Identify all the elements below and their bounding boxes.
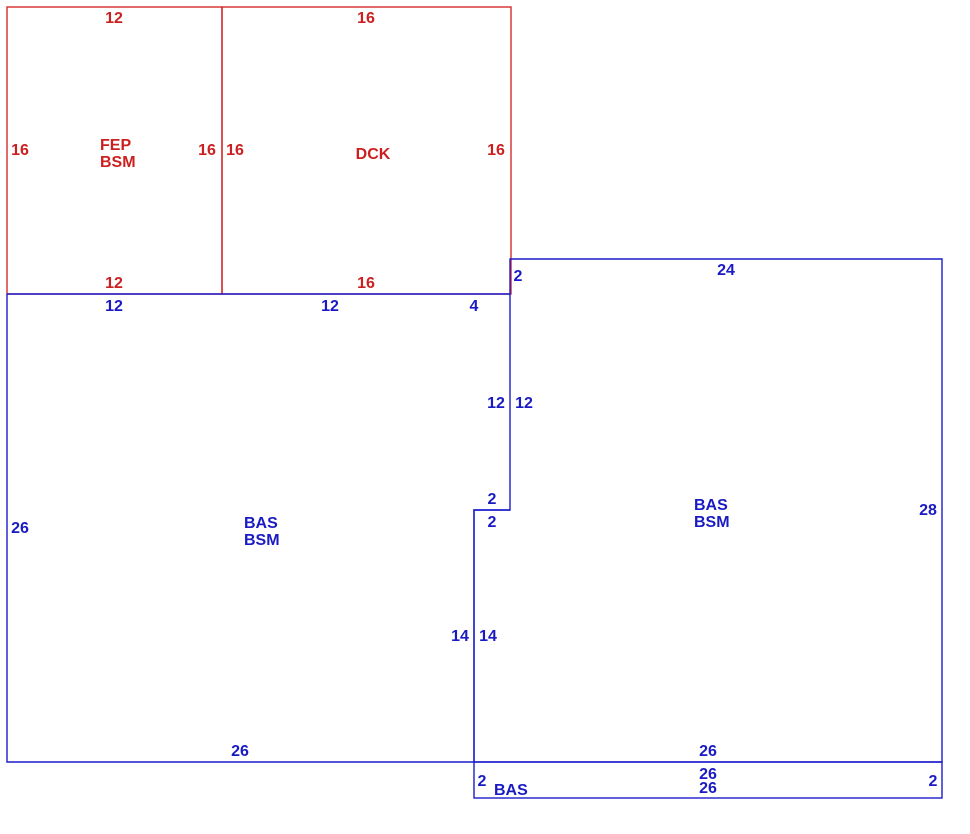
bas-left-area-label-line1: BAS xyxy=(244,515,278,532)
fep-left-dimension: 16 xyxy=(11,142,29,159)
bas-strip-bottom-dimension: 26 xyxy=(699,780,717,797)
bas-right-notch-horiz-dimension: 2 xyxy=(488,514,497,531)
bas-right-area-label-line1: BAS xyxy=(694,497,728,514)
bas-right-area-label-line2: BSM xyxy=(694,514,730,531)
dck-room: 16 16 16 16 DCK xyxy=(221,6,512,295)
bas-strip-right-dimension: 2 xyxy=(929,773,938,790)
bas-left-lower-vert-dimension: 14 xyxy=(451,628,469,645)
dck-area-label: DCK xyxy=(356,146,391,163)
bas-right-step-dimension: 2 xyxy=(514,268,523,285)
bas-left-bottom-dimension: 26 xyxy=(231,743,249,760)
bas-left-top-dimension-c: 4 xyxy=(470,298,479,315)
fep-bottom-dimension: 12 xyxy=(105,275,123,292)
dck-right-dimension: 16 xyxy=(487,142,505,159)
bas-right-bottom-dimension: 26 xyxy=(699,743,717,760)
bas-left-top-dimension-b: 12 xyxy=(321,298,339,315)
bas-right-right-dimension: 28 xyxy=(919,502,937,519)
bas-bsm-left-room: 12 12 4 26 12 2 14 26 BAS BSM xyxy=(6,293,511,763)
bas-left-left-dimension: 26 xyxy=(11,520,29,537)
fep-right-dimension: 16 xyxy=(198,142,216,159)
bas-strip-top-dimension: 26 xyxy=(699,766,717,783)
bas-left-area-label-line2: BSM xyxy=(244,532,280,549)
bas-right-lower-vert-dimension: 14 xyxy=(479,628,497,645)
bas-right-upper-vert-dimension: 12 xyxy=(515,395,533,412)
dck-bottom-dimension: 16 xyxy=(357,275,375,292)
dck-top-dimension: 16 xyxy=(357,10,375,27)
bas-strip-left-dimension: 2 xyxy=(478,773,487,790)
bas-bottom-strip: 26 26 2 2 BAS xyxy=(473,761,943,799)
bas-strip-outline xyxy=(473,761,943,799)
dck-left-dimension: 16 xyxy=(226,142,244,159)
bas-left-notch-vert-dimension: 12 xyxy=(487,395,505,412)
bas-bsm-right-room: 2 24 12 2 14 28 26 BAS BSM xyxy=(473,258,943,763)
fep-top-dimension: 12 xyxy=(105,10,123,27)
fep-area-label-line2: BSM xyxy=(100,154,136,171)
bas-right-top-dimension: 24 xyxy=(717,262,735,279)
fep-bsm-room: 12 16 16 12 FEP BSM xyxy=(6,6,223,295)
fep-area-label-line1: FEP xyxy=(100,137,131,154)
bas-left-notch-horiz-dimension: 2 xyxy=(488,491,497,508)
bas-left-top-dimension-a: 12 xyxy=(105,298,123,315)
bas-strip-area-label: BAS xyxy=(494,782,528,799)
